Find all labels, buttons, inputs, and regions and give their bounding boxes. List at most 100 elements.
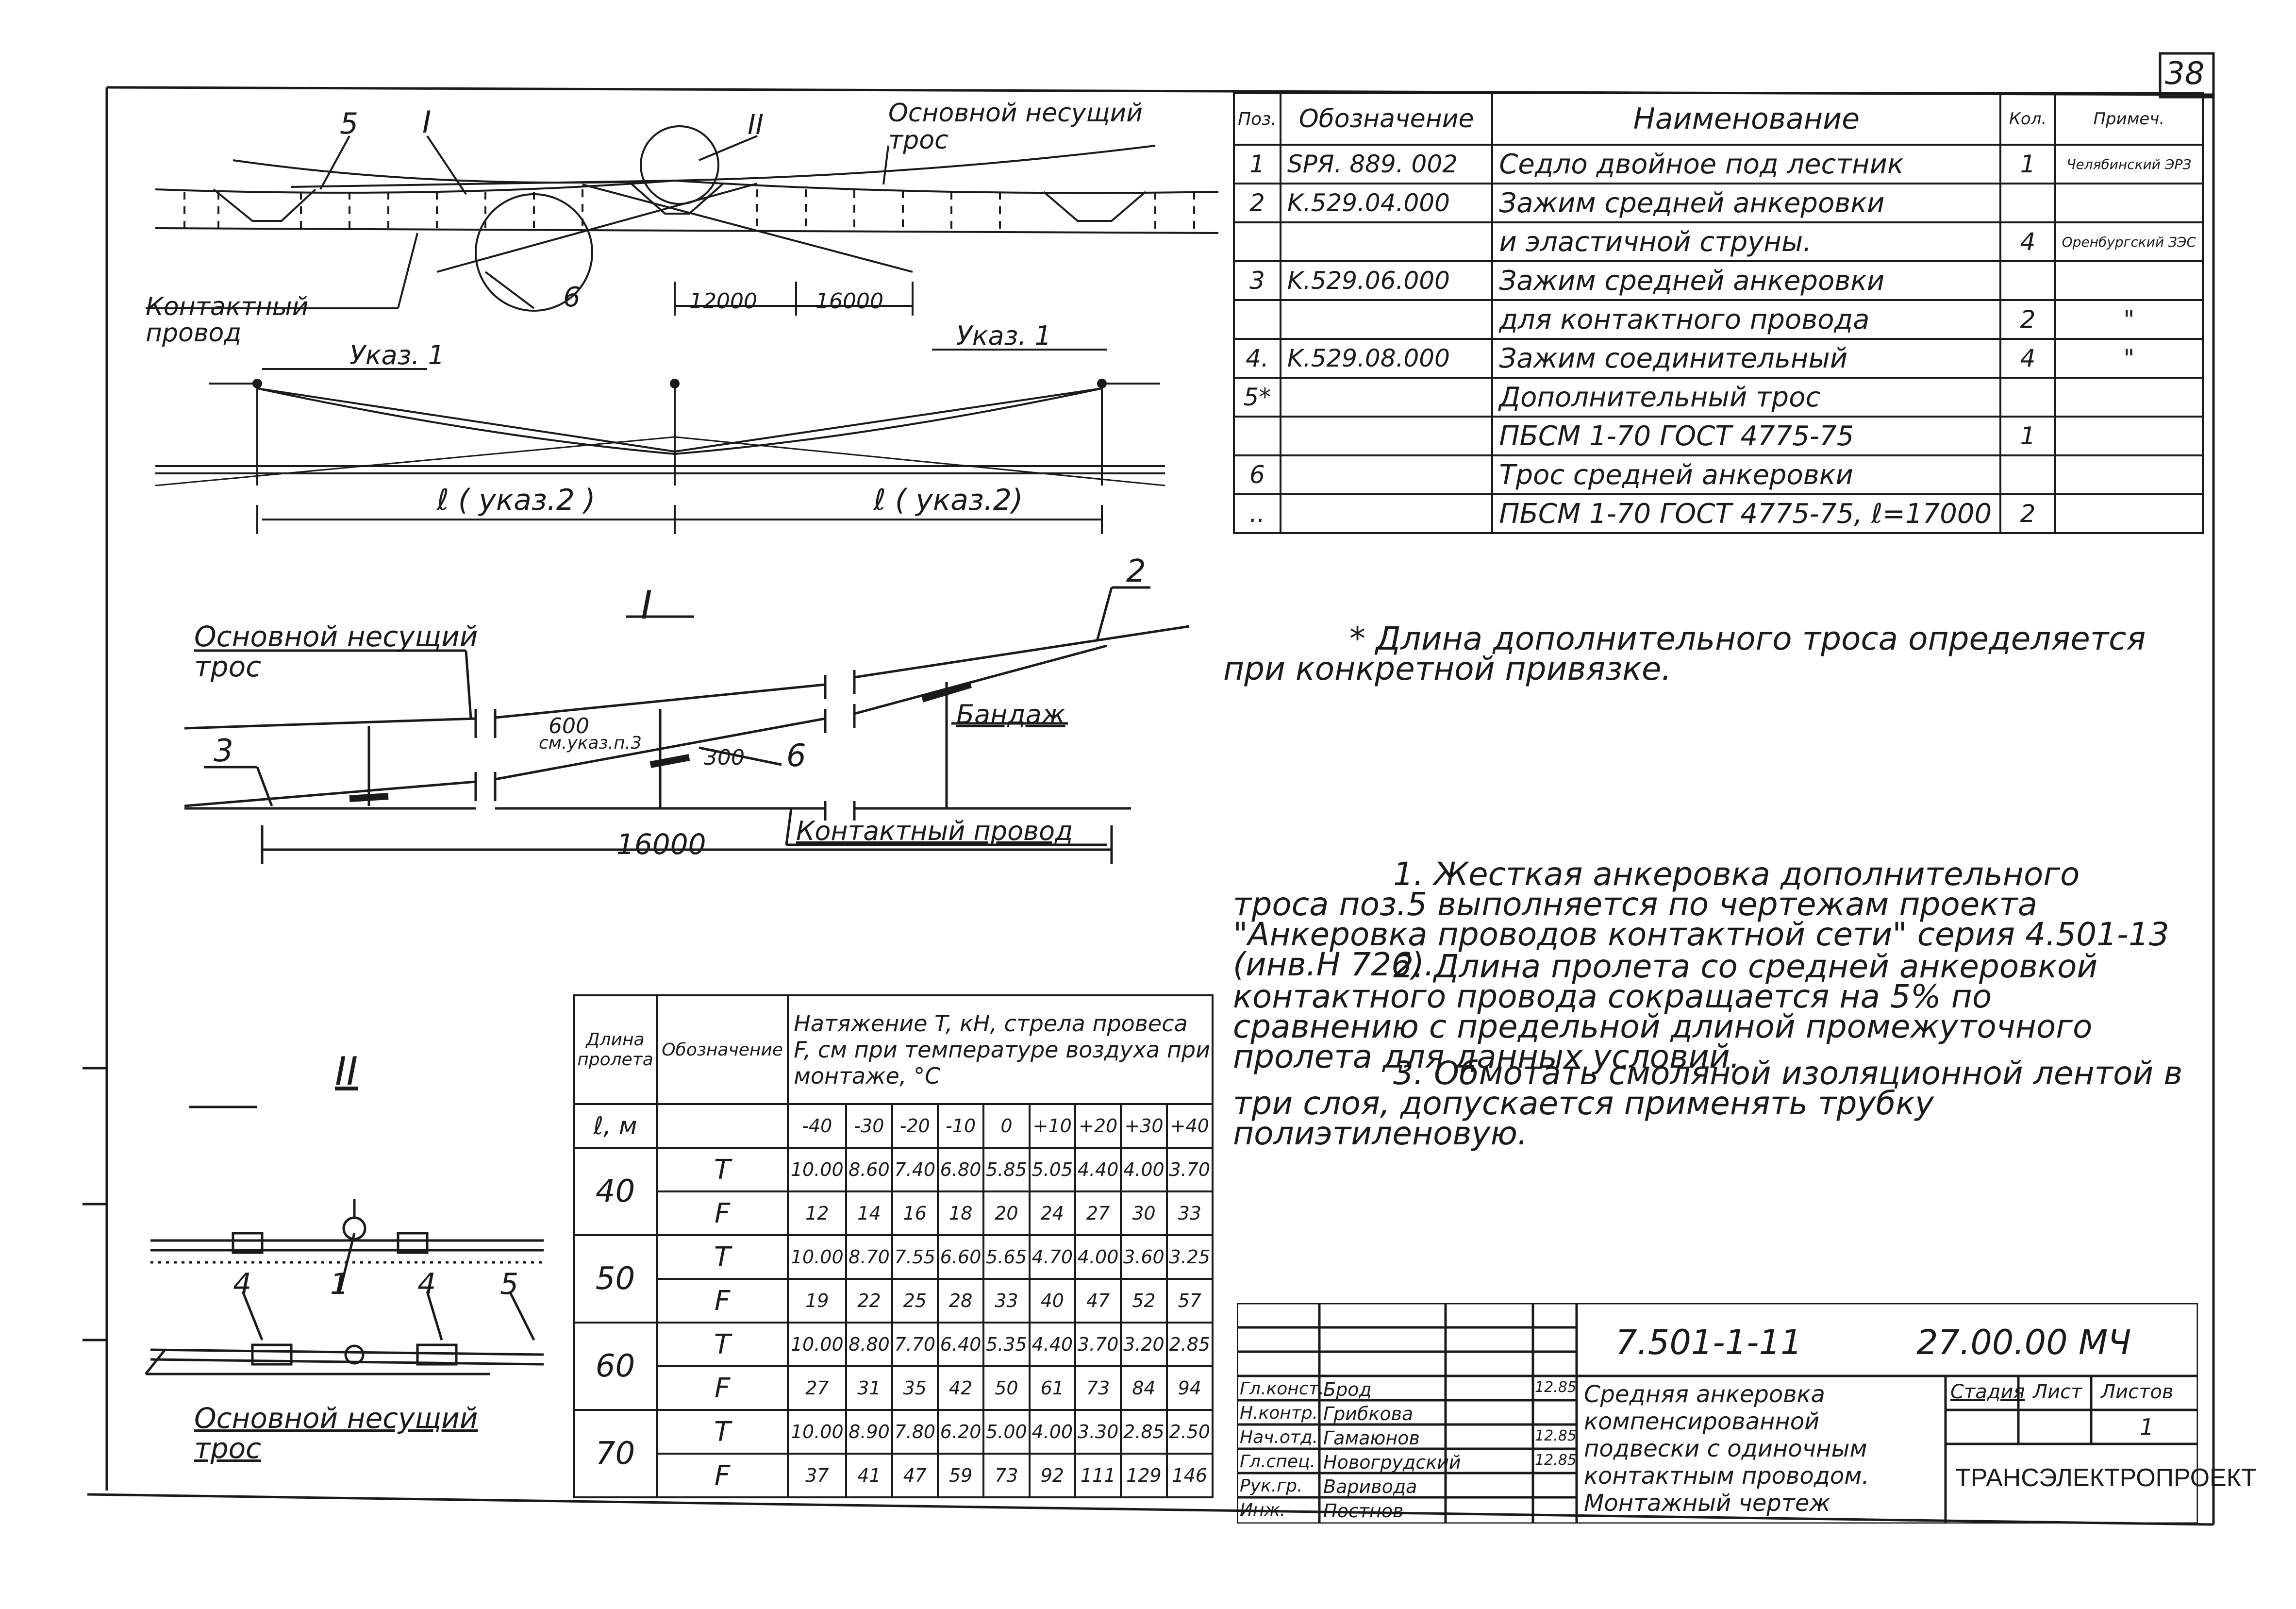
cell [1999,260,2056,301]
value-cell: 2.85 [1165,1322,1214,1367]
cell: 2 [1999,493,2056,534]
value-cell: 40 [1028,1278,1076,1324]
cell [2054,260,2204,301]
value-cell: 27 [787,1365,848,1411]
detail-I-main-wire: Основной несущий трос [194,620,478,683]
title-block-grid [1237,1303,2198,1524]
spec-header-row: Поз. Обозначение Наименование Кол. Приме… [1233,92,2204,146]
value-cell: 4.00 [1120,1147,1168,1192]
value-cell: 4.00 [1028,1409,1076,1455]
tension-temp-row: ℓ, м -40 -30 -20 -10 0 +10 +20 +30 +40 [573,1103,1214,1149]
value-cell: 146 [1165,1453,1214,1498]
cell: K.529.04.000 [1279,183,1494,223]
value-cell: 18 [936,1190,985,1236]
value-cell: 5.00 [982,1409,1031,1455]
detail-I-bandage: Бандаж [956,699,1065,730]
value-cell: 33 [982,1278,1031,1324]
cell: K.529.06.000 [1279,260,1494,301]
value-cell: 35 [891,1365,939,1411]
temp-cell: -20 [891,1103,939,1149]
desig-cell: T [655,1322,789,1367]
cell [1233,416,1281,456]
value-cell: 20 [982,1190,1031,1236]
temp-cell: +20 [1074,1103,1122,1149]
cell: 5* [1233,377,1281,418]
detail-I-label-6: 6 [786,738,806,774]
title-stage-label: Стадия [1950,1381,2025,1403]
cell [655,1103,789,1149]
title-sheet-label: Лист [2033,1381,2082,1403]
tension-table: Длина пролета Обозначение Натяжение T, к… [573,994,1214,1498]
detail-II-main-wire: Основной несущий трос [194,1402,478,1465]
title-person-role: Инж. [1240,1500,1286,1520]
desig-cell: F [655,1365,789,1411]
value-cell: 6.60 [936,1234,985,1280]
title-text: Средняя анкеровка компенсированной подве… [1584,1381,1869,1517]
plan-ukaz1-left: Указ. 1 [349,340,445,370]
desig-cell: F [655,1278,789,1324]
value-cell: 28 [936,1278,985,1324]
value-cell: 24 [1028,1190,1076,1236]
tension-header-row: Длина пролета Обозначение Натяжение T, к… [573,994,1214,1105]
value-cell: 8.70 [845,1234,893,1280]
value-cell: 7.70 [891,1322,939,1367]
cell [2054,416,2204,456]
cell [1279,221,1494,262]
detail-I-title: I [641,583,652,628]
temp-cell: +10 [1028,1103,1076,1149]
detail-I-label-2: 2 [1126,553,1146,589]
cell [1233,221,1281,262]
value-cell: 10.00 [787,1322,848,1367]
value-cell: 84 [1120,1365,1168,1411]
temp-cell: -30 [845,1103,893,1149]
value-cell: 8.90 [845,1409,893,1455]
spec-h-designation: Обозначение [1279,92,1494,146]
span-cell: 70 [573,1409,658,1498]
value-cell: 8.60 [845,1147,893,1192]
value-cell: 3.70 [1074,1322,1122,1367]
value-cell: 37 [787,1453,848,1498]
value-cell: 5.65 [982,1234,1031,1280]
value-cell: 52 [1120,1278,1168,1324]
span-cell: 40 [573,1147,658,1236]
cell [2054,377,2204,418]
value-cell: 4.00 [1074,1234,1122,1280]
cell: для контактного провода [1491,299,2002,340]
desig-cell: F [655,1453,789,1498]
detail-II-label-4b: 4 [417,1267,436,1301]
value-cell: 57 [1165,1278,1214,1324]
value-cell: 5.85 [982,1147,1031,1192]
cell: 4 [1999,221,2056,262]
value-cell: 2.50 [1165,1409,1214,1455]
title-sheets-value: 1 [2140,1414,2154,1440]
table-row: 5*Дополнительный трос [1233,377,2204,418]
detail-I-dim-300: 300 [704,745,745,770]
footnote: * Длина дополнительного троса определяет… [1223,620,2146,687]
value-cell: 2.85 [1120,1409,1168,1455]
title-person-name: Варивода [1323,1476,1417,1497]
detail-I-dim-600: 600 [549,714,589,738]
diagram-top-dim-16000: 16000 [815,289,883,314]
value-cell: 4.40 [1074,1147,1122,1192]
cell: 1 [1999,144,2056,184]
cell: Седло двойное под лестник [1491,144,2002,184]
cell: Зажим средней анкеровки [1491,260,2002,301]
value-cell: 6.40 [936,1322,985,1367]
span-cell: 60 [573,1322,658,1411]
value-cell: 59 [936,1453,985,1498]
detail-II-label-4a: 4 [233,1267,252,1301]
cell: .. [1233,493,1281,534]
plan-ukaz1-right: Указ. 1 [956,320,1052,351]
title-person-name: Гамаюнов [1323,1427,1420,1449]
cell: Челябинский ЭРЗ [2054,144,2204,184]
value-cell: 3.25 [1165,1234,1214,1280]
note-1: 1. Жесткая анкеровка дополнительного тро… [1233,855,2169,983]
value-cell: 27 [1074,1190,1122,1236]
cell [1279,299,1494,340]
